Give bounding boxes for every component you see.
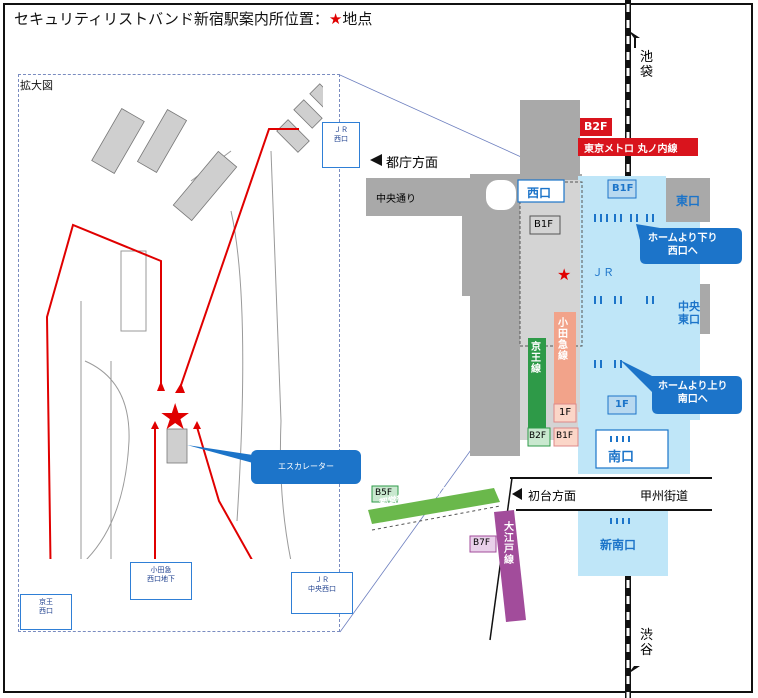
odakyu-line-label: 小田急線 (558, 318, 568, 362)
b5f-label: B5F (375, 488, 393, 498)
higashiguchi-label: 東口 (676, 194, 701, 208)
shin-minamiguchi-label: 新南口 (600, 538, 637, 552)
west-block-mid (462, 216, 520, 296)
platform-marks (594, 214, 654, 524)
b1f-west-label: B1F (534, 219, 553, 230)
zoom-floorplan: ★ (45, 83, 323, 559)
keio-line-bar (528, 338, 546, 430)
odakyu-line-bar (554, 312, 576, 404)
home-down-label: ホームより下り西口へ (648, 233, 718, 257)
tocho-label: 都庁方面 (386, 156, 439, 171)
b1f-west-box (529, 215, 561, 235)
tag-keio: 京王西口 (20, 594, 72, 630)
ikebukuro-label: 池袋 (640, 50, 654, 80)
b1f-jr-box (607, 179, 637, 199)
keio-line-label: 京王線 (531, 342, 541, 375)
metro-line-label: 東京メトロ 丸ノ内線 (584, 144, 678, 155)
keio-b2f-box (527, 427, 551, 447)
west-block-low (470, 296, 520, 456)
chuo-dori-road (366, 178, 472, 216)
escalator-callout: エスカレーター (251, 450, 361, 484)
zoom-map: ★ (18, 74, 340, 632)
chuo-dori-label: 中央通り (376, 194, 416, 205)
page-title: セキュリティリストバンド新宿駅案内所位置：★地点 (14, 8, 372, 29)
b7f-box (469, 535, 497, 553)
title-text: セキュリティリストバンド新宿駅案内所位置： (14, 10, 329, 28)
koshu-label: 甲州街道 (640, 489, 689, 503)
toei-line-bar (368, 488, 500, 524)
odakyu-b1f-label: B1F (556, 431, 574, 441)
home-up-label: ホームより上り南口へ (658, 381, 728, 405)
tag-odakyu: 小田急西口地下 (130, 562, 192, 600)
odakyu-1f-label: 1F (559, 407, 572, 418)
shibuya-label: 渋谷 (640, 628, 654, 658)
title-suffix: 地点 (342, 10, 373, 28)
nishiguchi-label: 西口 (527, 186, 552, 200)
metro-floor-box (580, 118, 612, 136)
b7f-label: B7F (473, 538, 491, 548)
location-star-small: ★ (557, 265, 571, 284)
callout-home-down (636, 224, 742, 264)
odakyu-b1f-box (553, 427, 579, 447)
west-building (520, 100, 580, 180)
b5f-box (371, 485, 399, 503)
oedo-line-bar (494, 510, 526, 622)
jr-1f-label: 1F (615, 399, 629, 410)
keio-b2f-label: B2F (529, 431, 547, 441)
metro-floor-label: B2F (584, 120, 608, 133)
minami-box (595, 429, 669, 469)
location-star-large: ★ (159, 397, 191, 438)
hatsudai-label: 初台方面 (528, 489, 577, 503)
roundabout (486, 180, 516, 210)
chuo-higashi-label: 中央東口 (678, 300, 700, 326)
jr-1f-box (607, 395, 637, 415)
map-frame (3, 3, 753, 693)
nishiguchi-box (517, 179, 565, 203)
oedo-line-label: 大江戸線 (504, 522, 514, 566)
zoom-label: 拡大図 (20, 79, 53, 92)
metro-line-bar (578, 138, 698, 156)
star-icon: ★ (328, 10, 343, 28)
zoom-stairs (91, 83, 323, 464)
minamiguchi-label: 南口 (608, 450, 635, 465)
b1f-jr-label: B1F (612, 183, 634, 194)
odakyu-1f-box (553, 403, 577, 423)
jr-label: ＪＲ (592, 266, 614, 279)
east-block (666, 178, 710, 222)
callout-home-up (620, 360, 742, 414)
